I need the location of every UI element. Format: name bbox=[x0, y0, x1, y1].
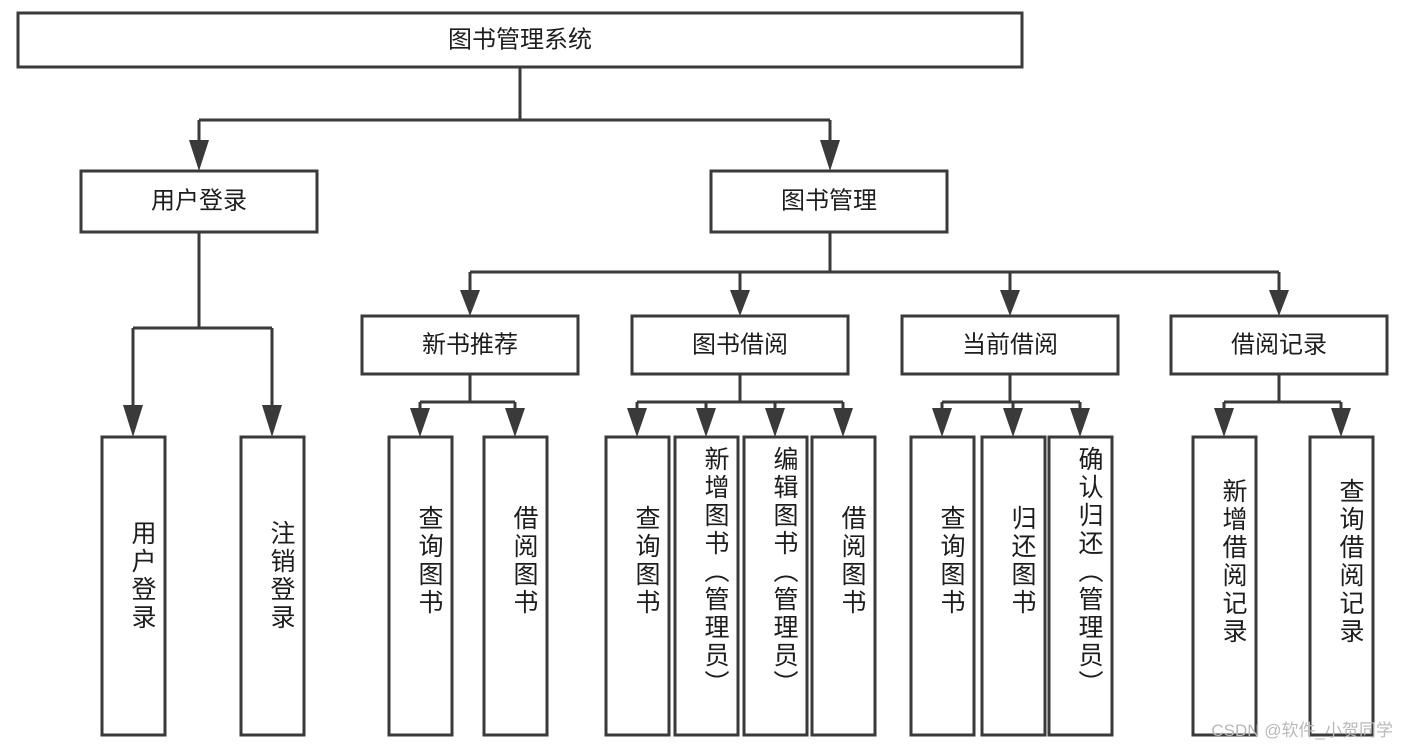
node-leaf-query-book-3[interactable]: 查询图书 bbox=[909, 435, 976, 737]
node-leaf-add-book-label: 新增图书（管理员） bbox=[701, 446, 730, 698]
node-current-borrow-label: 当前借阅 bbox=[962, 331, 1058, 358]
arrow-head-leaf-query-book-3 bbox=[932, 408, 952, 437]
arrow-head-leaf-borrow-book-1 bbox=[505, 408, 525, 437]
node-leaf-edit-book-label: 编辑图书（管理员） bbox=[770, 446, 799, 698]
node-leaf-add-record[interactable]: 新增借阅记录 bbox=[1191, 435, 1258, 737]
node-leaf-query-book-1-label: 查询图书 bbox=[415, 505, 444, 617]
node-leaf-borrow-book-2-label: 借阅图书 bbox=[838, 505, 867, 617]
node-leaf-query-book-3-box[interactable] bbox=[909, 435, 976, 737]
arrow-head-leaf-query-book-1 bbox=[410, 408, 430, 437]
node-borrow-record[interactable]: 借阅记录 bbox=[1169, 314, 1389, 376]
node-borrow-record-box[interactable] bbox=[1169, 314, 1389, 376]
node-leaf-query-record-box[interactable] bbox=[1308, 435, 1375, 737]
node-leaf-logout[interactable]: 注销登录 bbox=[239, 435, 306, 737]
node-leaf-add-record-box[interactable] bbox=[1191, 435, 1258, 737]
node-leaf-query-book-2[interactable]: 查询图书 bbox=[604, 435, 671, 737]
node-current-borrow[interactable]: 当前借阅 bbox=[900, 314, 1120, 376]
node-leaf-user-login-label: 用户登录 bbox=[128, 520, 157, 632]
arrow-head-leaf-add-record bbox=[1214, 408, 1234, 437]
node-leaf-query-book-3-label: 查询图书 bbox=[937, 505, 966, 617]
node-borrow-record-label: 借阅记录 bbox=[1231, 331, 1327, 358]
node-leaf-borrow-book-1-label: 借阅图书 bbox=[510, 505, 539, 617]
node-leaf-borrow-book-2-box[interactable] bbox=[810, 435, 877, 737]
arrow-head-leaf-confirm-return bbox=[1070, 408, 1090, 437]
arrow-head-leaf-user-login bbox=[123, 405, 143, 437]
node-book-borrow-label: 图书借阅 bbox=[692, 331, 788, 358]
arrow-head-current-borrow bbox=[1000, 290, 1020, 316]
node-leaf-add-record-label: 新增借阅记录 bbox=[1219, 478, 1248, 646]
node-leaf-query-book-2-box[interactable] bbox=[604, 435, 671, 737]
node-leaf-query-record[interactable]: 查询借阅记录 bbox=[1308, 435, 1375, 737]
arrow-head-user-login bbox=[189, 140, 209, 171]
node-leaf-borrow-book-1-box[interactable] bbox=[482, 435, 549, 737]
node-leaf-confirm-return-label: 确认归还（管理员） bbox=[1075, 446, 1104, 698]
node-root-label: 图书管理系统 bbox=[448, 26, 592, 53]
node-new-book-recommend-box[interactable] bbox=[360, 314, 580, 376]
node-leaf-logout-box[interactable] bbox=[239, 435, 306, 737]
node-leaf-user-login[interactable]: 用户登录 bbox=[100, 435, 167, 737]
node-book-management-box[interactable] bbox=[709, 169, 949, 234]
arrow-head-leaf-logout bbox=[262, 405, 282, 437]
node-leaf-query-record-label: 查询借阅记录 bbox=[1336, 478, 1365, 646]
node-leaf-query-book-1-box[interactable] bbox=[387, 435, 454, 737]
node-root[interactable]: 图书管理系统 bbox=[16, 11, 1024, 69]
node-leaf-borrow-book-1[interactable]: 借阅图书 bbox=[482, 435, 549, 737]
arrow-head-book-borrow bbox=[730, 290, 750, 316]
node-new-book-recommend[interactable]: 新书推荐 bbox=[360, 314, 580, 376]
node-leaf-confirm-return[interactable]: 确认归还（管理员） bbox=[1047, 435, 1114, 737]
node-current-borrow-box[interactable] bbox=[900, 314, 1120, 376]
node-leaf-edit-book[interactable]: 编辑图书（管理员） bbox=[742, 435, 809, 737]
node-user-login-label: 用户登录 bbox=[151, 187, 247, 214]
node-leaf-confirm-return-box[interactable] bbox=[1047, 435, 1114, 737]
node-leaf-query-book-2-label: 查询图书 bbox=[632, 505, 661, 617]
node-leaf-add-book-box[interactable] bbox=[673, 435, 740, 737]
arrow-head-leaf-query-book-2 bbox=[627, 408, 647, 437]
node-leaf-borrow-book-2[interactable]: 借阅图书 bbox=[810, 435, 877, 737]
node-leaf-edit-book-box[interactable] bbox=[742, 435, 809, 737]
arrow-head-borrow-record bbox=[1269, 290, 1289, 316]
node-leaf-query-book-1[interactable]: 查询图书 bbox=[387, 435, 454, 737]
node-leaf-return-book[interactable]: 归还图书 bbox=[980, 435, 1047, 737]
node-book-management-label: 图书管理 bbox=[781, 187, 877, 214]
node-leaf-add-book[interactable]: 新增图书（管理员） bbox=[673, 435, 740, 737]
node-new-book-recommend-label: 新书推荐 bbox=[422, 331, 518, 358]
node-root-box[interactable] bbox=[16, 11, 1024, 69]
node-user-login-box[interactable] bbox=[79, 169, 319, 234]
arrow-head-leaf-return-book bbox=[1003, 408, 1023, 437]
arrow-head-leaf-edit-book bbox=[765, 408, 785, 437]
node-book-borrow-box[interactable] bbox=[630, 314, 850, 376]
arrow-head-book-management bbox=[820, 140, 840, 171]
arrow-head-leaf-query-record bbox=[1331, 408, 1351, 437]
arrow-head-new-book-recommend bbox=[460, 290, 480, 316]
arrow-head-leaf-add-book bbox=[696, 408, 716, 437]
connector-layer bbox=[123, 67, 1351, 437]
node-leaf-user-login-box[interactable] bbox=[100, 435, 167, 737]
node-book-management[interactable]: 图书管理 bbox=[709, 169, 949, 234]
node-leaf-logout-label: 注销登录 bbox=[267, 520, 296, 632]
node-leaf-return-book-box[interactable] bbox=[980, 435, 1047, 737]
node-leaf-return-book-label: 归还图书 bbox=[1008, 505, 1037, 617]
node-user-login[interactable]: 用户登录 bbox=[79, 169, 319, 234]
arrow-head-leaf-borrow-book-2 bbox=[833, 408, 853, 437]
node-book-borrow[interactable]: 图书借阅 bbox=[630, 314, 850, 376]
